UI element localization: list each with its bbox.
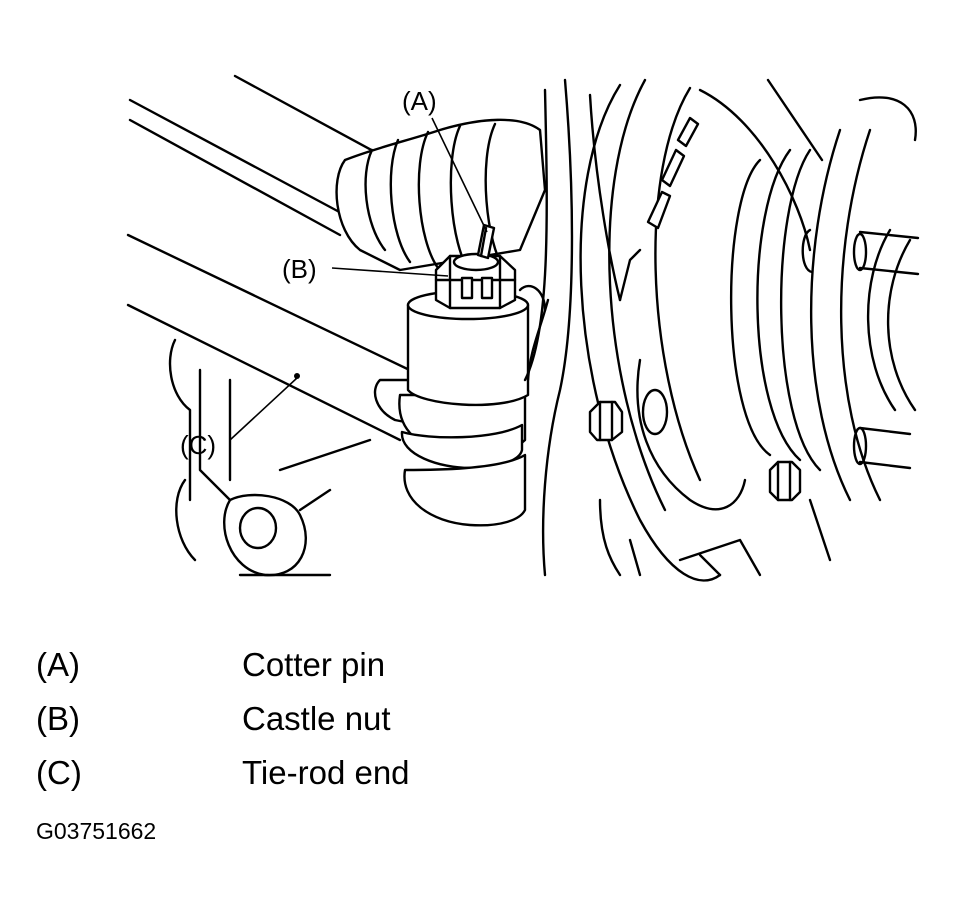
legend-label: Tie-rod end (242, 754, 410, 791)
steering-knuckle (518, 78, 622, 577)
cotter-pin (476, 223, 496, 260)
cv-boot (335, 118, 547, 274)
brake-backing-plate (579, 78, 812, 582)
callout-c: (C) (180, 430, 217, 460)
wheel-hub (729, 78, 920, 502)
legend-key: (A) (36, 646, 80, 683)
tie-rod-arm (126, 233, 422, 577)
legend-label: Castle nut (242, 700, 391, 737)
knuckle-bolts (588, 400, 802, 502)
tie-rod-end-body (373, 289, 530, 527)
legend-label: Cotter pin (242, 646, 386, 683)
leader-lines (229, 117, 488, 441)
callout-a: (A) (402, 86, 437, 116)
castle-nut (434, 252, 517, 310)
legend-key: (C) (36, 754, 82, 791)
legend-key: (B) (36, 700, 80, 737)
callout-b: (B) (282, 254, 317, 284)
figure-id: G03751662 (36, 818, 157, 844)
tie-rod-end-illustration (126, 74, 920, 582)
lower-details (598, 498, 832, 577)
